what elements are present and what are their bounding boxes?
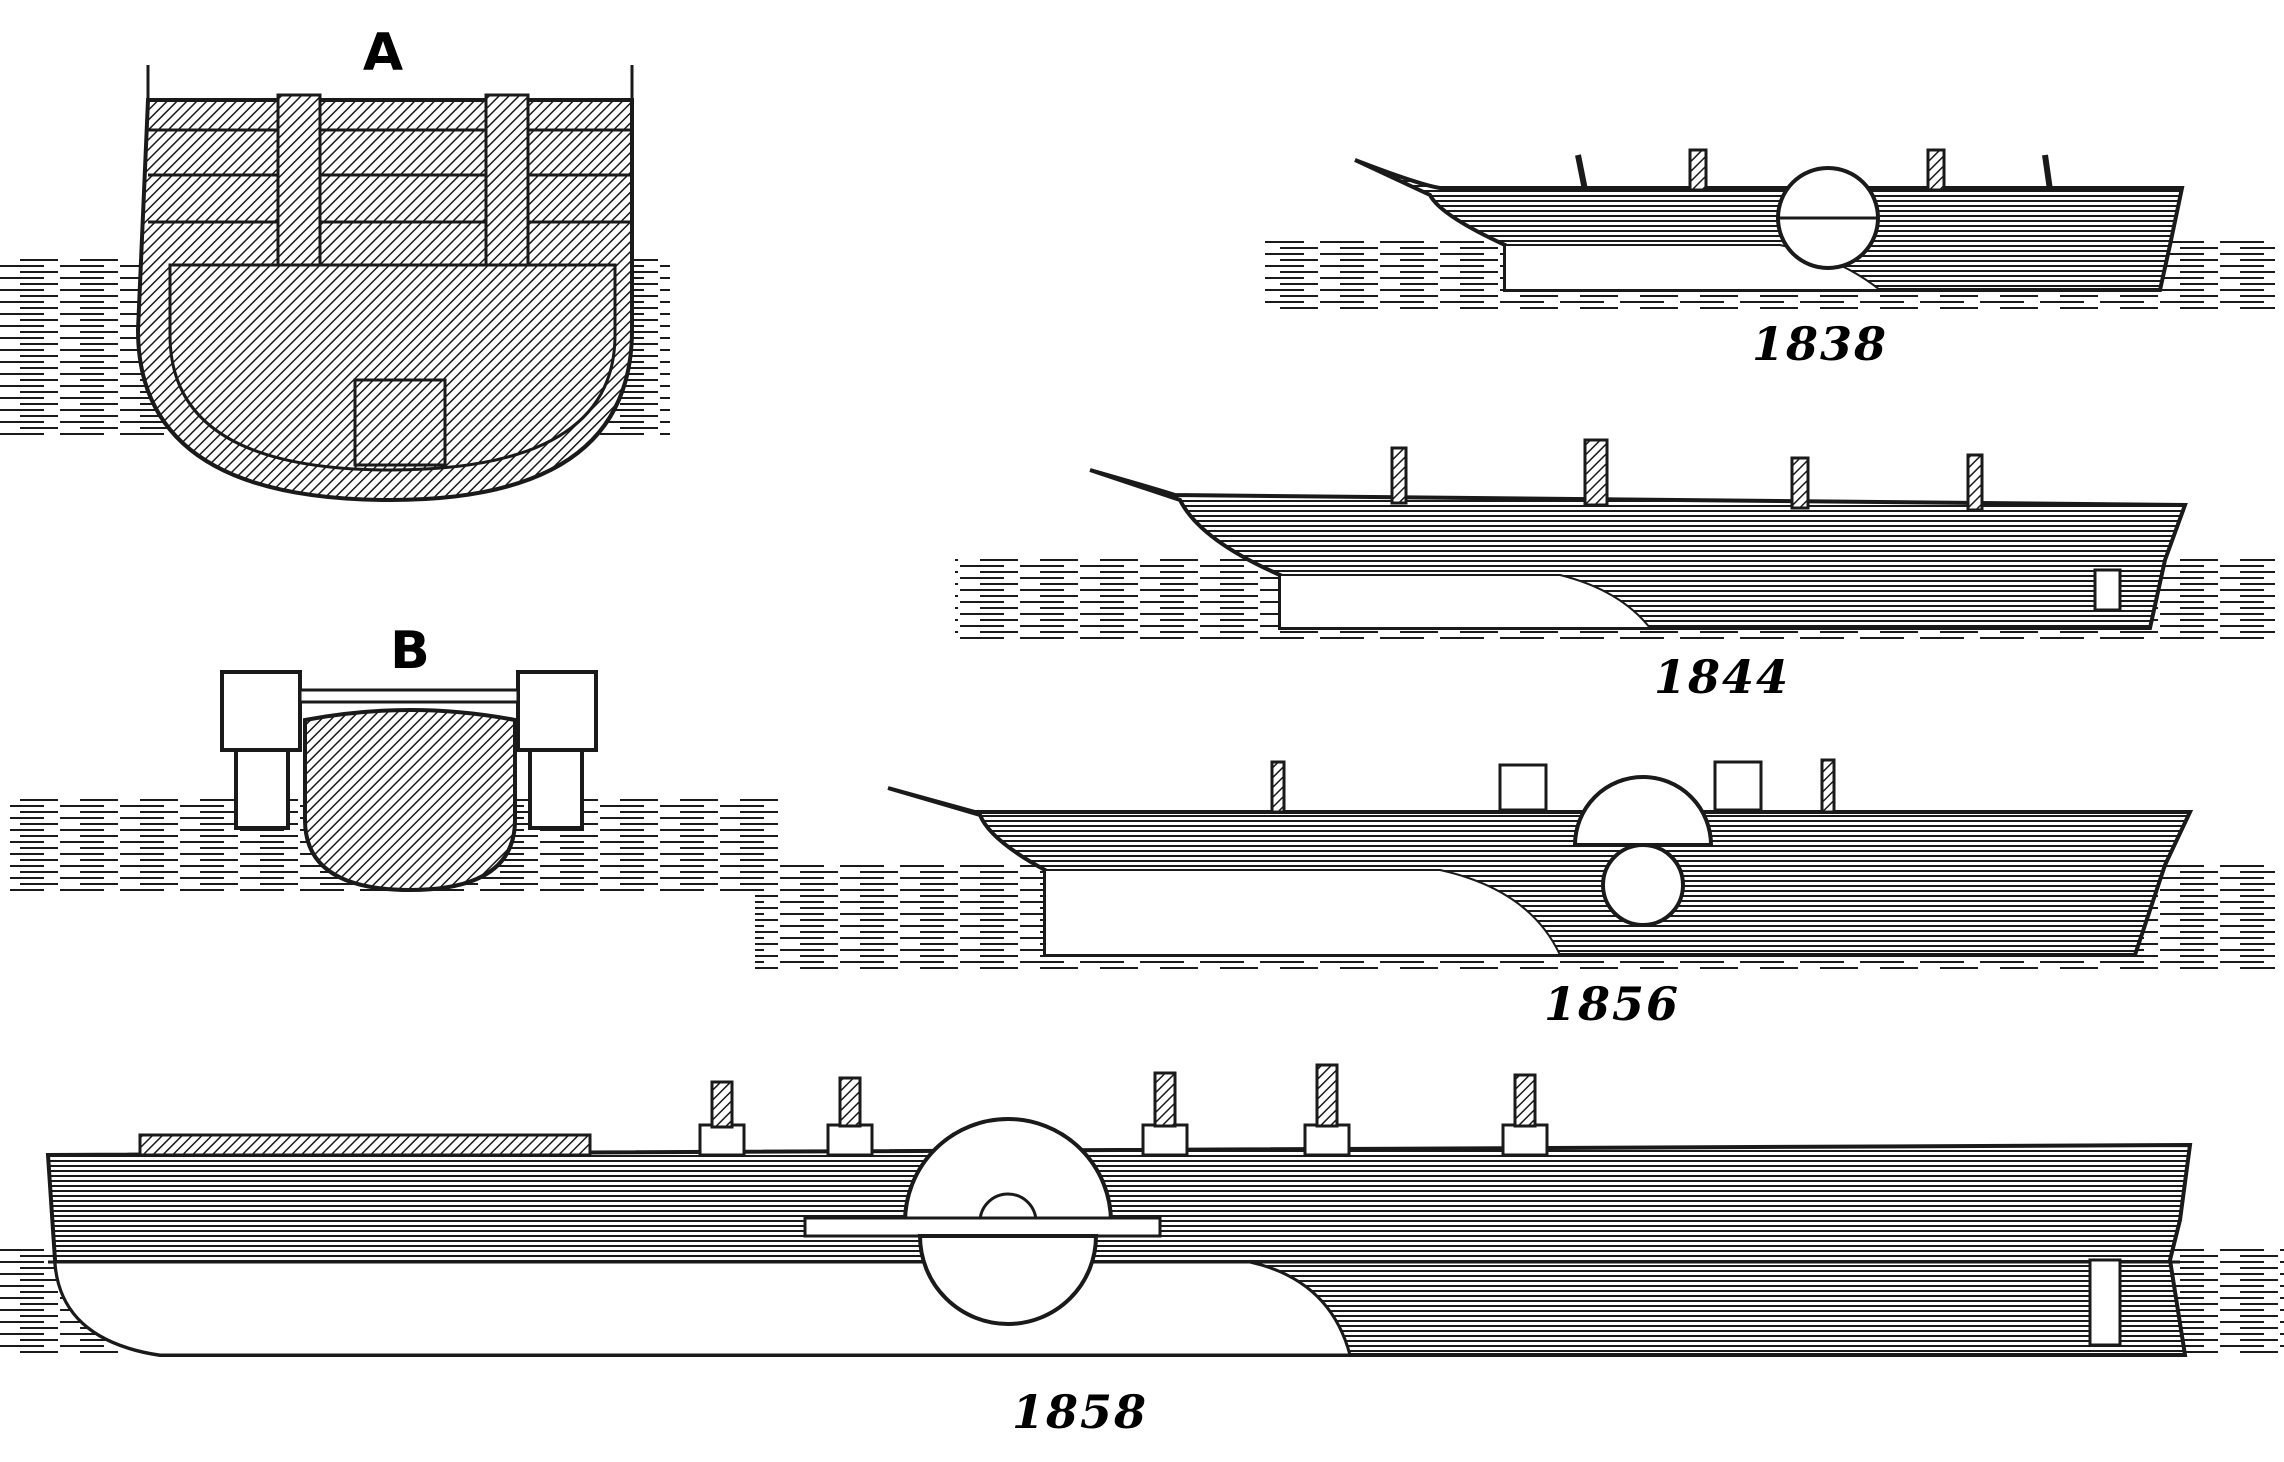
ship-1858 [0, 1063, 2284, 1357]
frame-post-left [276, 93, 322, 267]
year-1858: 1858 [1012, 1385, 1148, 1439]
year-1844: 1844 [1654, 650, 1790, 704]
paddle-box-right [516, 670, 598, 752]
year-1856: 1856 [1544, 977, 1680, 1031]
cross-section-a [0, 65, 670, 503]
label-b: B [390, 621, 430, 681]
hull-inner-section-a [168, 263, 617, 472]
hull-section-b [303, 708, 517, 893]
rudder-1844 [2093, 568, 2122, 612]
rudder-1858 [2088, 1258, 2122, 1347]
keel-block [353, 378, 447, 467]
label-a: A [363, 23, 403, 83]
ship-1838 [1265, 148, 2275, 310]
paddle-wheel-1858 [902, 1117, 1114, 1224]
paddle-sponson-1858 [803, 1216, 1162, 1238]
ship-1856 [755, 758, 2275, 970]
frame-post-right [484, 93, 530, 267]
paddle-wheel-right [528, 748, 584, 830]
paddle-wheel-left [234, 748, 290, 830]
cross-section-b [10, 670, 780, 895]
ship-1844 [955, 438, 2275, 640]
paddle-wheel-1856 [1572, 775, 1714, 847]
deck-beam [298, 688, 520, 704]
paddle-box-left [220, 670, 302, 752]
deck-house-1858 [138, 1133, 592, 1157]
year-1838: 1838 [1752, 317, 1888, 371]
